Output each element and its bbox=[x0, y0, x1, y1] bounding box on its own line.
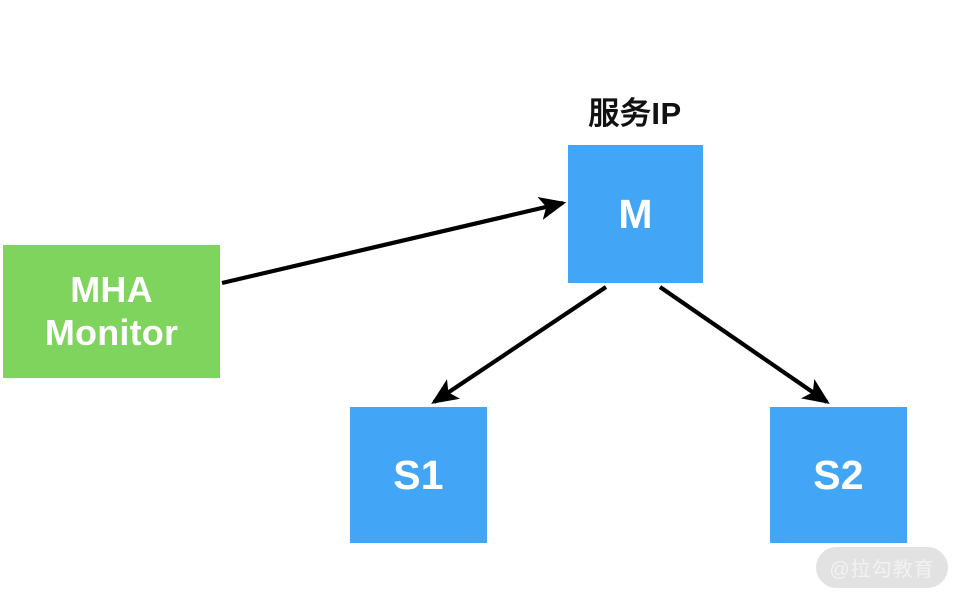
node-slave-1-label: S1 bbox=[393, 451, 444, 498]
edge-mha-to-master bbox=[221, 196, 567, 286]
node-mha-monitor[interactable]: MHA Monitor bbox=[3, 245, 220, 378]
watermark-badge: @拉勾教育 bbox=[816, 547, 948, 588]
service-ip-label: 服务IP bbox=[588, 96, 682, 131]
node-mha-monitor-line1: MHA bbox=[70, 269, 153, 311]
node-slave-2-label: S2 bbox=[813, 451, 864, 498]
edge-master-to-slave-1 bbox=[431, 285, 608, 404]
node-slave-2[interactable]: S2 bbox=[770, 407, 907, 543]
node-master-label: M bbox=[618, 190, 653, 237]
node-master[interactable]: M bbox=[568, 145, 703, 283]
node-slave-1[interactable]: S1 bbox=[350, 407, 487, 543]
node-mha-monitor-line2: Monitor bbox=[44, 311, 179, 353]
watermark-text: @拉勾教育 bbox=[829, 559, 935, 581]
node-mha-monitor-label: MHA Monitor bbox=[45, 269, 178, 354]
edge-master-to-slave-2 bbox=[658, 285, 830, 404]
